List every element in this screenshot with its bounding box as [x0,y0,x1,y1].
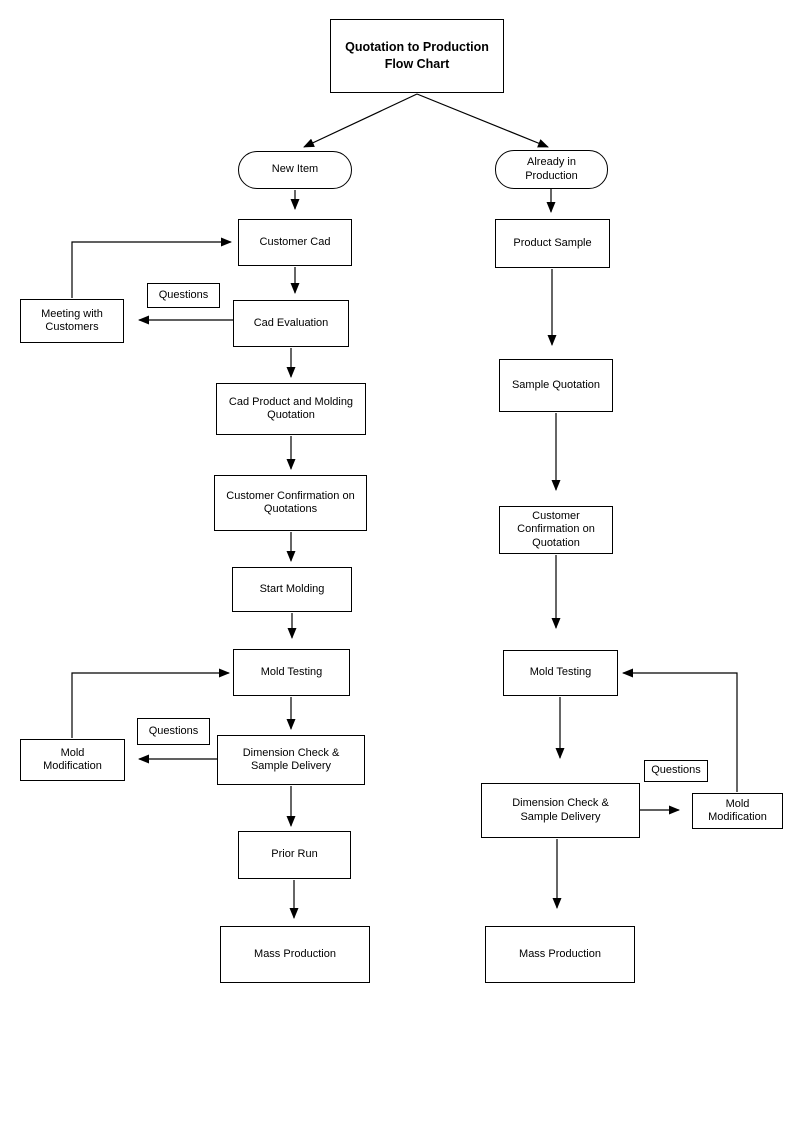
node-customer-cad: Customer Cad [238,219,352,266]
node-questions-new-label: Questions [137,718,210,745]
node-mass-production-new: Mass Production [220,926,370,983]
node-questions-existing-label: Questions [644,760,708,782]
flowchart-title: Quotation to Production Flow Chart [330,19,504,93]
node-start-molding: Start Molding [232,567,352,612]
node-new-item: New Item [238,151,352,189]
node-mold-modification-new: Mold Modification [20,739,125,781]
node-cad-product-and-molding-quotation: Cad Product and Molding Quotation [216,383,366,435]
node-mold-testing-new: Mold Testing [233,649,350,696]
node-questions-cad-label: Questions [147,283,220,308]
node-sample-quotation: Sample Quotation [499,359,613,412]
node-customer-confirmation-on-quotations: Customer Confirmation on Quotations [214,475,367,531]
node-mold-testing-existing: Mold Testing [503,650,618,696]
edge-title-to-new-item [303,93,418,148]
node-mold-modification-existing: Mold Modification [692,793,783,829]
node-prior-run: Prior Run [238,831,351,879]
node-cad-evaluation: Cad Evaluation [233,300,349,347]
node-dimension-check-new: Dimension Check & Sample Delivery [217,735,365,785]
node-mass-production-existing: Mass Production [485,926,635,983]
node-already-in-production: Already in Production [495,150,608,189]
node-meeting-with-customers: Meeting with Customers [20,299,124,343]
edge-title-to-already-in-production [416,93,549,148]
node-dimension-check-existing: Dimension Check & Sample Delivery [481,783,640,838]
node-product-sample: Product Sample [495,219,610,268]
node-customer-confirmation-on-quotation: Customer Confirmation on Quotation [499,506,613,554]
